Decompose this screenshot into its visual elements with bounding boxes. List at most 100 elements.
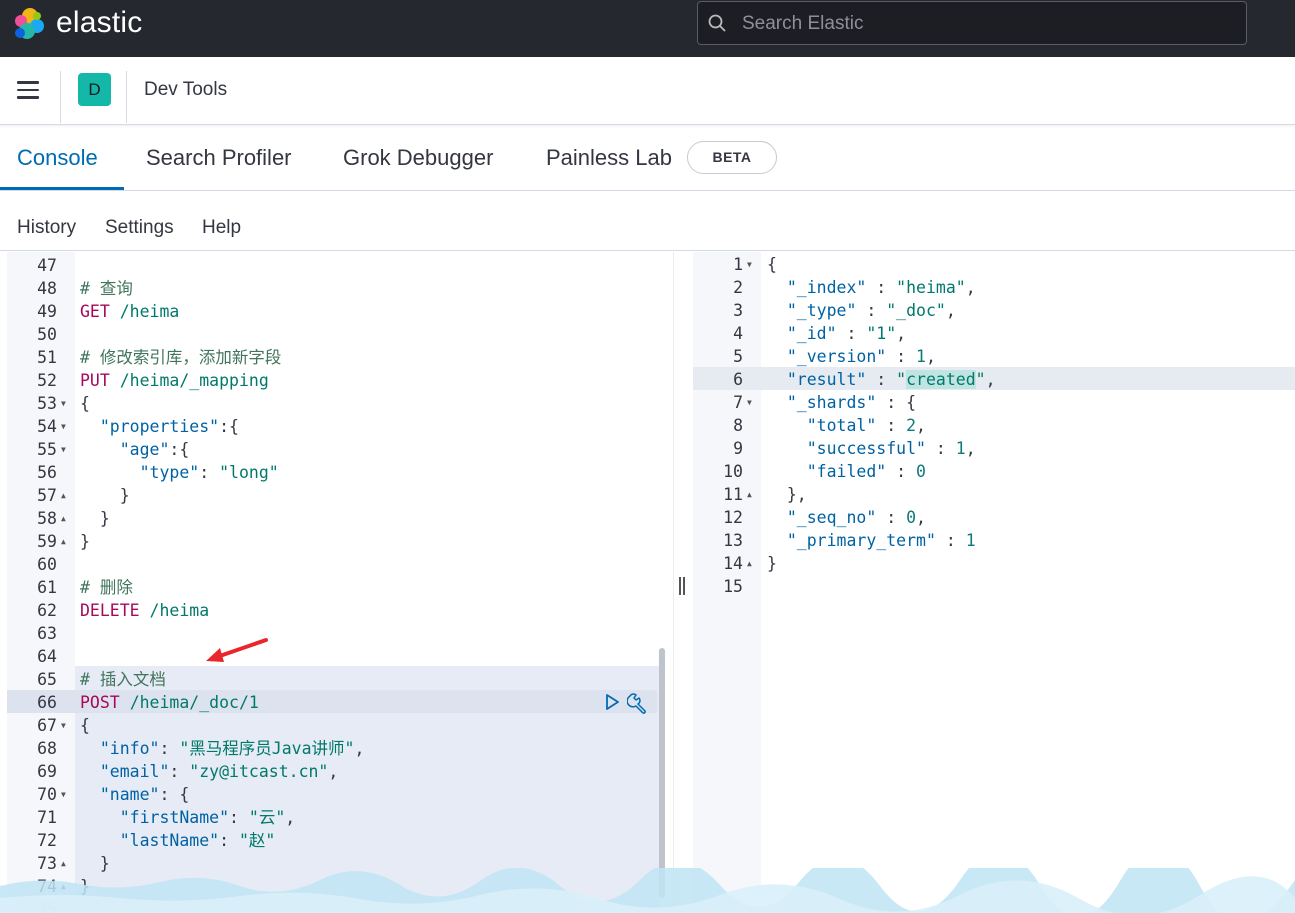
code-text: "_primary_term" : 1	[786, 531, 976, 550]
code-line: 12 "_seq_no" : 0,	[693, 506, 1295, 529]
line-number: 69	[37, 762, 57, 781]
fold-expand-icon[interactable]: ▲	[61, 537, 66, 546]
fold-collapse-icon[interactable]: ▼	[747, 398, 752, 407]
code-line: 7▼ "_shards" : {	[693, 391, 1295, 414]
line-number: 57	[37, 486, 57, 505]
line-number: 66	[37, 693, 57, 712]
line-number: 13	[723, 531, 743, 550]
settings-link[interactable]: Settings	[105, 217, 174, 238]
fold-collapse-icon[interactable]: ▼	[61, 721, 66, 730]
line-number: 47	[37, 256, 57, 275]
fold-collapse-icon[interactable]: ▼	[747, 260, 752, 269]
code-line: 2 "_index" : "heima",	[693, 276, 1295, 299]
line-number: 72	[37, 831, 57, 850]
line-number: 64	[37, 647, 57, 666]
line-number: 10	[723, 462, 743, 481]
code-line: 10 "failed" : 0	[693, 460, 1295, 483]
console-menu: History Settings Help	[0, 191, 1295, 251]
code-line: 63	[7, 622, 673, 645]
response-editor[interactable]: 1▼{2 "_index" : "heima",3 "_type" : "_do…	[693, 252, 1295, 913]
code-line: 60	[7, 553, 673, 576]
code-text: "successful" : 1,	[806, 439, 976, 458]
fold-expand-icon[interactable]: ▲	[747, 490, 752, 499]
search-input[interactable]: Search Elastic	[697, 1, 1247, 45]
line-number: 67	[37, 716, 57, 735]
line-number: 3	[733, 301, 743, 320]
line-gutter	[693, 252, 761, 913]
search-icon	[708, 14, 726, 32]
line-number: 54	[37, 417, 57, 436]
line-number: 12	[723, 508, 743, 527]
space-avatar[interactable]: D	[78, 73, 111, 106]
code-line: 8 "total" : 2,	[693, 414, 1295, 437]
dev-tools-tabs: Console Search Profiler Grok Debugger Pa…	[0, 125, 1295, 191]
line-number: 48	[37, 279, 57, 298]
history-link[interactable]: History	[17, 217, 77, 238]
code-line: 64	[7, 645, 673, 668]
fold-expand-icon[interactable]: ▲	[747, 559, 752, 568]
tab-search-profiler[interactable]: Search Profiler	[146, 145, 292, 170]
code-text: "_shards" : {	[786, 393, 917, 412]
fold-collapse-icon[interactable]: ▼	[61, 399, 66, 408]
line-number: 9	[733, 439, 743, 458]
code-text: "age":{	[119, 440, 190, 459]
line-number: 73	[37, 854, 57, 873]
fold-collapse-icon[interactable]: ▼	[61, 790, 66, 799]
play-icon[interactable]	[603, 693, 621, 711]
code-text: "_id" : "1",	[786, 324, 907, 343]
active-line	[7, 690, 657, 713]
elastic-logo-icon[interactable]	[12, 7, 46, 41]
code-text: # 删除	[80, 578, 133, 597]
code-text: "total" : 2,	[806, 416, 926, 435]
line-number: 4	[733, 324, 743, 343]
help-link[interactable]: Help	[202, 217, 242, 238]
line-number: 70	[37, 785, 57, 804]
code-line: 59 ▲}	[7, 530, 673, 553]
code-text: }	[80, 532, 90, 551]
fold-expand-icon[interactable]: ▲	[61, 859, 66, 868]
wrench-icon[interactable]	[627, 692, 651, 714]
tab-grok-debugger[interactable]: Grok Debugger	[343, 145, 494, 170]
active-tab-indicator	[0, 187, 124, 190]
code-text: "properties":{	[99, 417, 239, 436]
code-text: "_index" : "heima",	[786, 278, 976, 297]
code-text: "_type" : "_doc",	[786, 301, 956, 320]
tab-painless-lab[interactable]: Painless Lab	[546, 145, 672, 170]
code-line: 71 "firstName": "云",	[7, 806, 673, 829]
line-number: 50	[37, 325, 57, 344]
scrollbar[interactable]	[659, 648, 665, 898]
fold-collapse-icon[interactable]: ▼	[61, 445, 66, 454]
code-line: 47	[7, 254, 673, 277]
hamburger-menu-icon[interactable]	[17, 81, 39, 99]
code-text: PUT /heima/_mapping	[80, 371, 269, 390]
code-line: 3 "_type" : "_doc",	[693, 299, 1295, 322]
divider	[60, 71, 61, 123]
line-number: 60	[37, 555, 57, 574]
line-number: 59	[37, 532, 57, 551]
code-text: "lastName": "赵"	[119, 831, 276, 850]
code-text: "info": "黑马程序员Java讲师",	[99, 739, 365, 758]
code-text: }	[80, 509, 110, 528]
divider	[126, 71, 127, 123]
fold-expand-icon[interactable]: ▲	[61, 514, 66, 523]
line-number: 15	[723, 577, 743, 596]
fold-expand-icon[interactable]: ▲	[61, 491, 66, 500]
code-line: 50	[7, 323, 673, 346]
resize-handle-icon[interactable]	[679, 577, 685, 595]
code-line: 14▲}	[693, 552, 1295, 575]
code-line: 51# 修改索引库，添加新字段	[7, 346, 673, 369]
annotation-arrow-icon	[206, 638, 268, 662]
code-text: }	[767, 554, 777, 573]
fold-collapse-icon[interactable]: ▼	[61, 422, 66, 431]
line-number: 53	[37, 394, 57, 413]
search-placeholder: Search Elastic	[742, 13, 864, 34]
code-text: },	[767, 485, 807, 504]
code-text: # 查询	[80, 279, 133, 298]
tab-console[interactable]: Console	[17, 145, 98, 170]
code-text: }	[80, 854, 110, 873]
line-number: 1	[733, 255, 743, 274]
code-text: "result" : "created",	[786, 370, 996, 389]
code-line: 65# 插入文档	[7, 668, 673, 691]
code-line: 61# 删除	[7, 576, 673, 599]
